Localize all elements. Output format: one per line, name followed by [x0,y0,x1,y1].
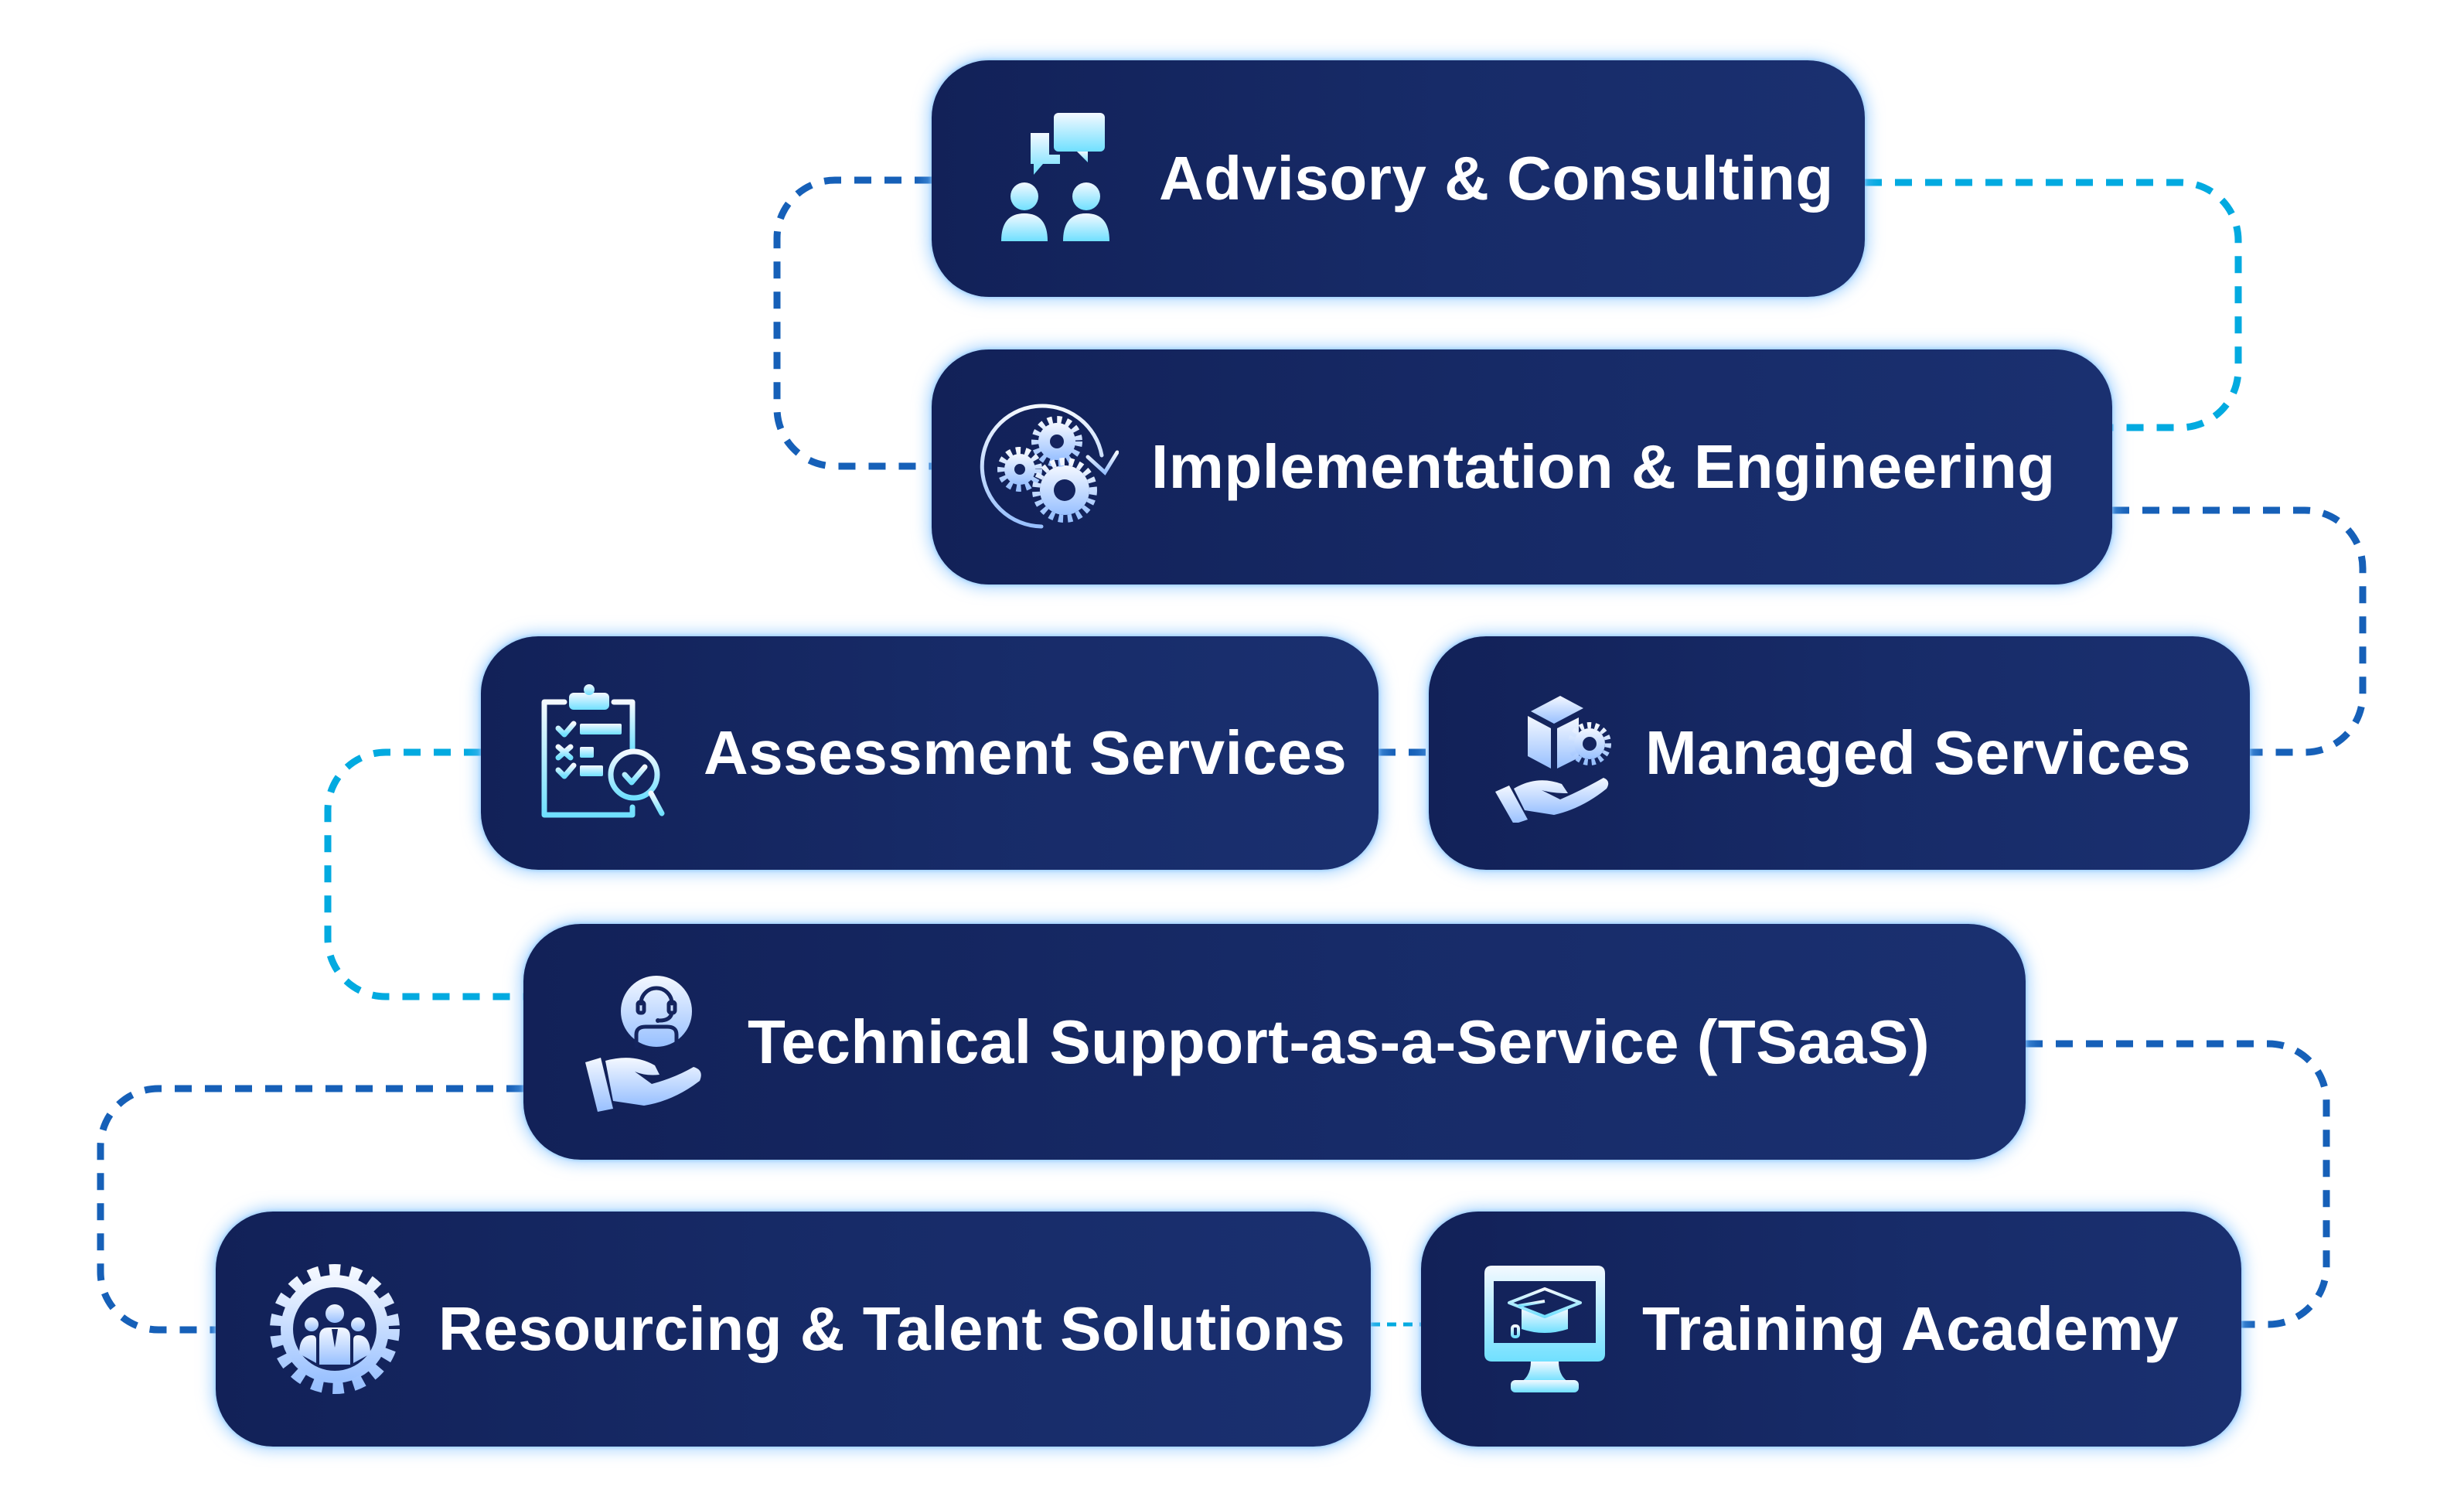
service-label: Implementation & Engineering [1151,432,2056,501]
service-label: Technical Support-as-a-Service (TSaaS) [748,1007,1931,1076]
hand-box-gear-icon [1491,683,1614,823]
connector-implementation-managed [2112,506,2367,756]
gear-team-people-icon [268,1263,401,1396]
service-label: Resourcing & Talent Solutions [438,1294,1346,1363]
service-label: Managed Services [1645,718,2192,787]
service-label: Assessment Services [704,718,1348,787]
service-label: Advisory & Consulting [1159,144,1834,213]
service-box-advisory[interactable]: Advisory & Consulting [932,60,1865,297]
service-box-resourcing[interactable]: Resourcing & Talent Solutions [216,1212,1371,1447]
monitor-graduation-cap-icon [1478,1263,1611,1396]
connector-advisory-implementation-left [773,176,932,470]
service-box-assessment[interactable]: Assessment Services [481,636,1379,870]
service-box-training[interactable]: Training Academy [1421,1212,2241,1447]
service-label: Training Academy [1642,1294,2179,1363]
connector-tsaas-resourcing [97,1085,523,1334]
service-box-managed[interactable]: Managed Services [1429,636,2250,870]
service-box-tsaas[interactable]: Technical Support-as-a-Service (TSaaS) [523,924,2026,1160]
service-box-implementation[interactable]: Implementation & Engineering [932,349,2112,584]
connector-advisory-implementation-right [1865,179,2242,431]
clipboard-checklist-magnifier-icon [533,683,665,823]
connector-assessment-tsaas [324,748,523,1000]
gears-cycle-icon [980,401,1119,533]
consulting-people-chat-icon [995,113,1119,244]
hand-support-agent-headset-icon [579,973,711,1112]
